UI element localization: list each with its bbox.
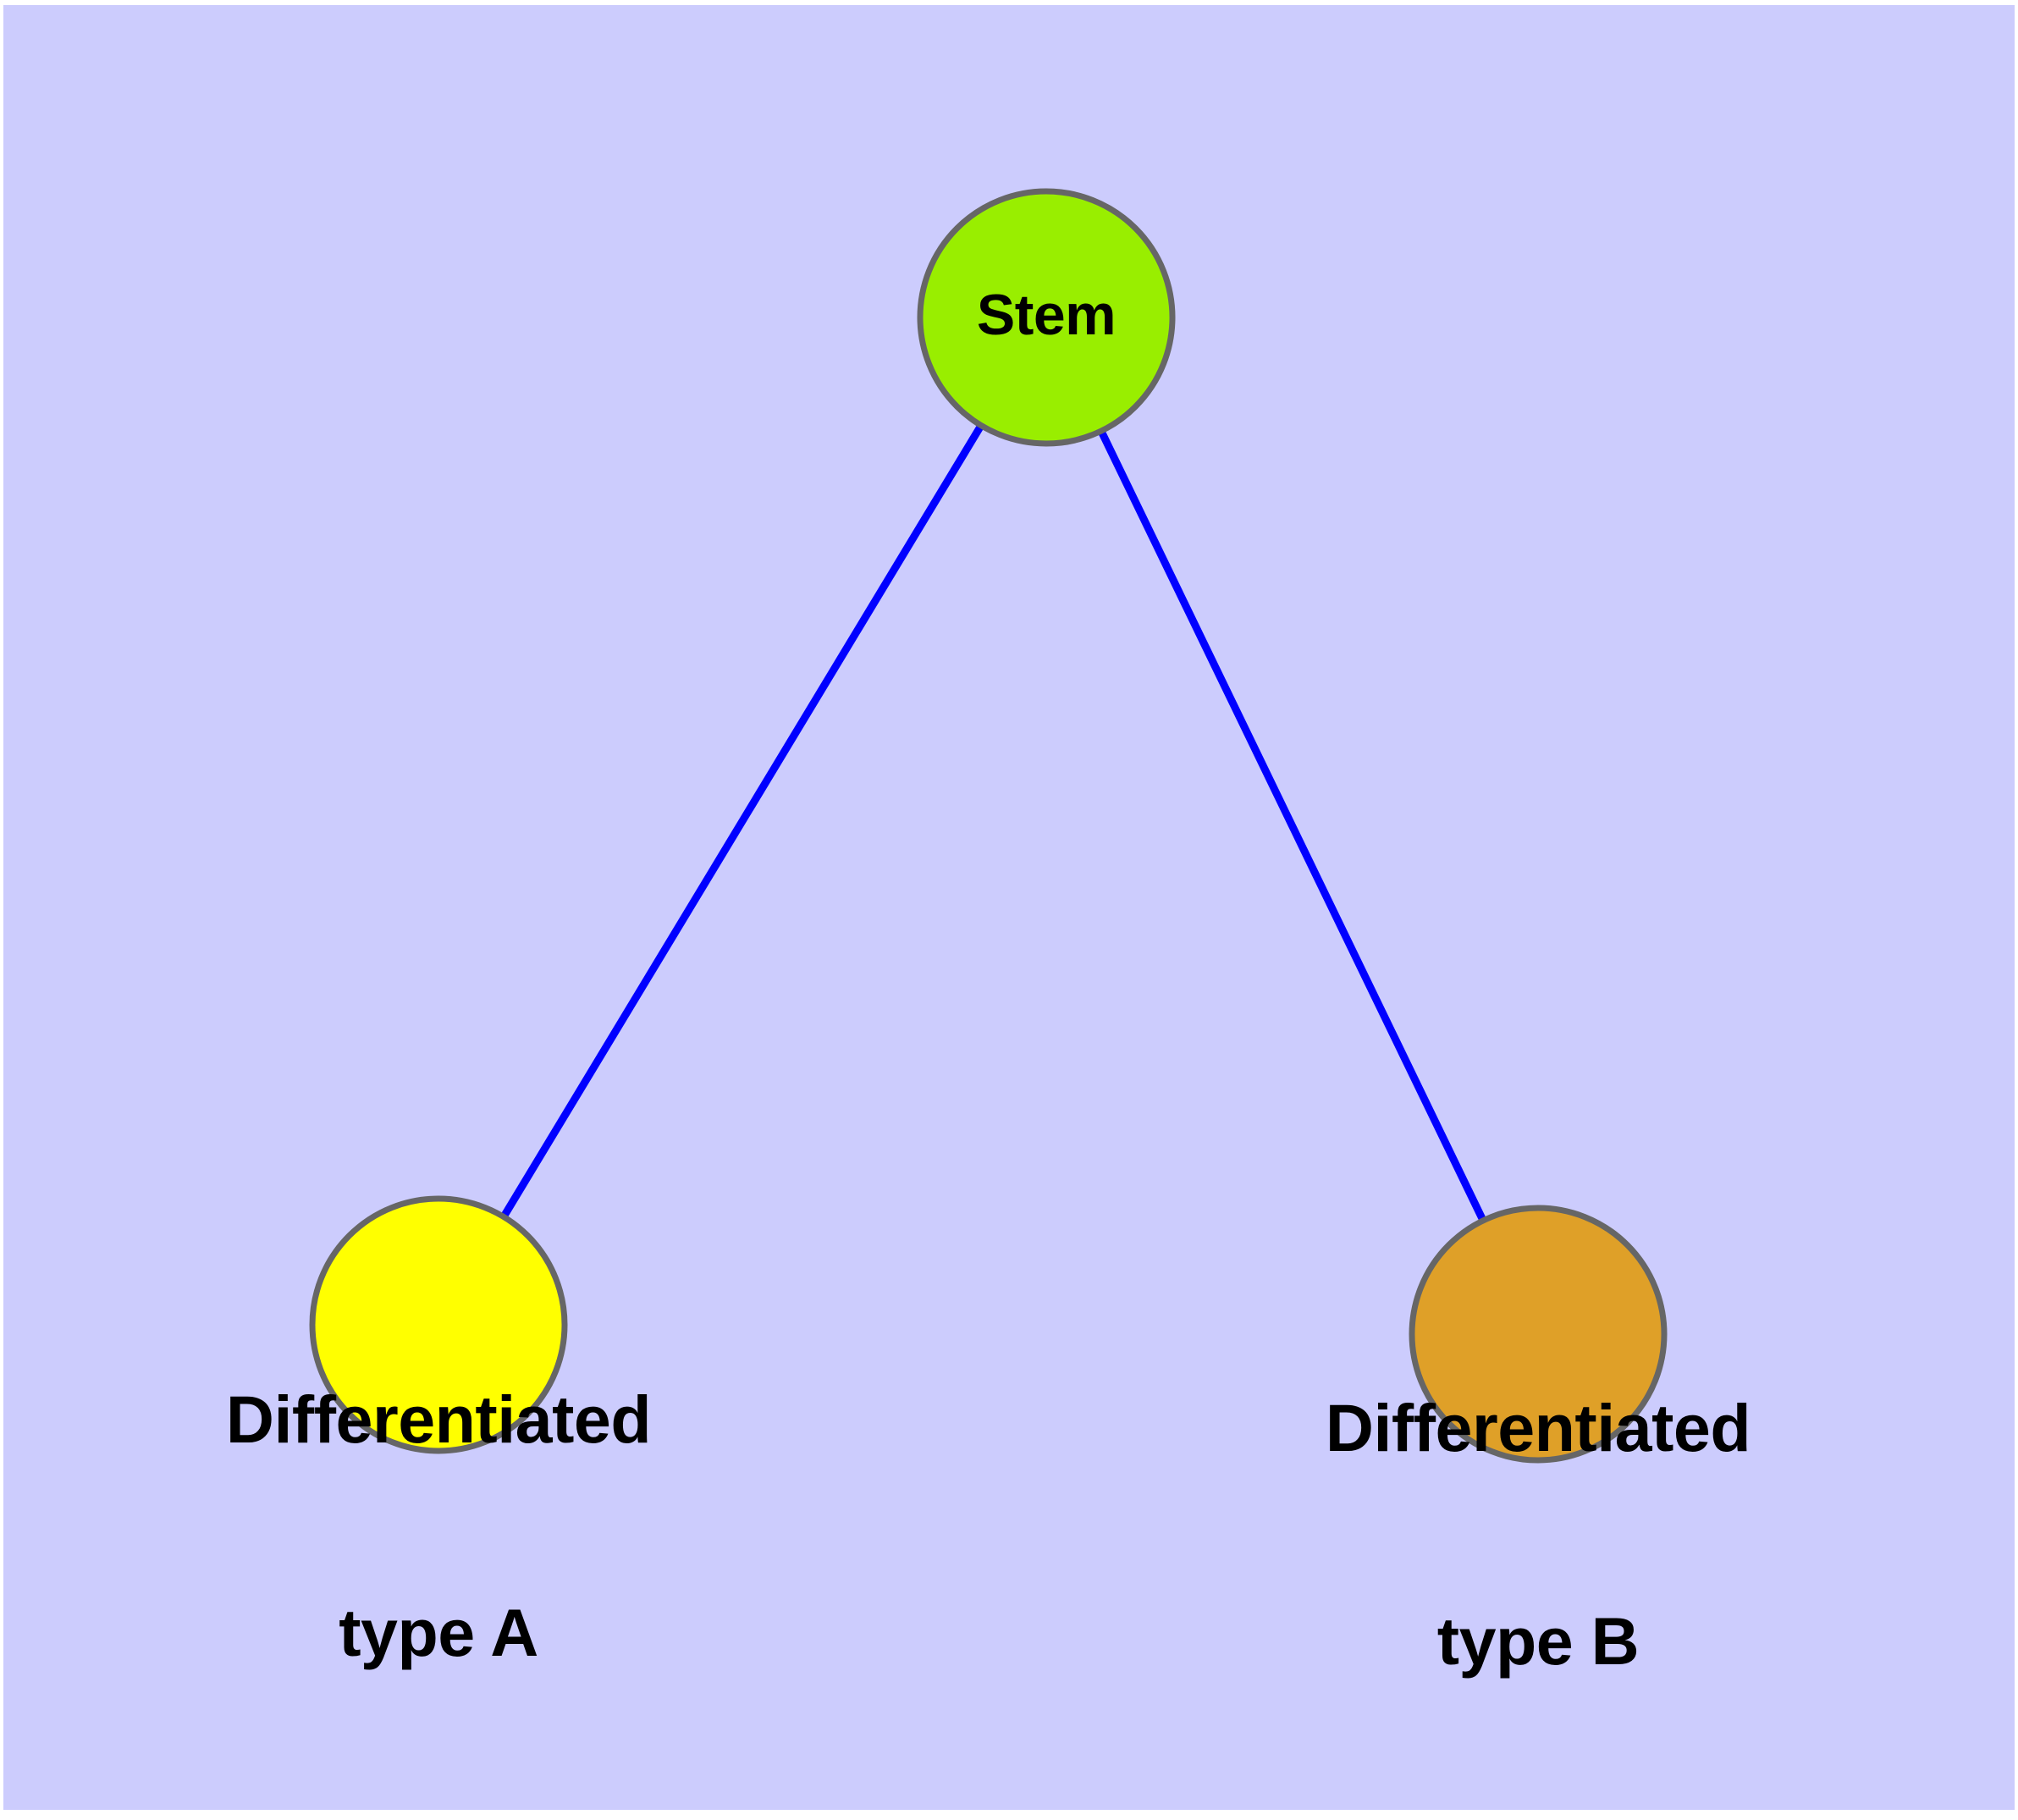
node-stem[interactable] — [917, 188, 1176, 447]
edge-layer — [435, 315, 1542, 1336]
edge-stem-to-differentiated-type-a[interactable] — [435, 315, 1050, 1327]
node-differentiated-type-a[interactable] — [309, 1195, 568, 1454]
edge-stem-to-differentiated-type-b[interactable] — [1042, 316, 1542, 1336]
node-layer — [309, 188, 1668, 1464]
node-differentiated-type-b[interactable] — [1409, 1205, 1668, 1464]
